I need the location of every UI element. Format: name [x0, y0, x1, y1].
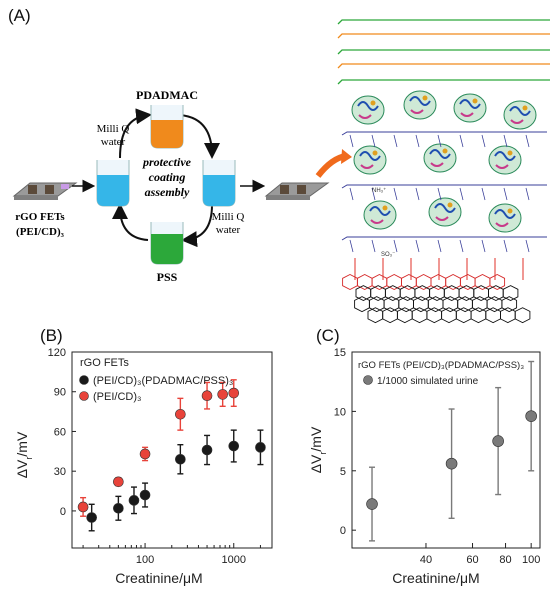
center-text-3: assembly	[145, 185, 190, 199]
left-rinse-1: Milli Q	[97, 123, 130, 135]
right-rinse-1: Milli Q	[212, 211, 245, 223]
panel-label-b: (B)	[40, 326, 63, 345]
data-point	[366, 498, 378, 510]
panel-label-a: (A)	[8, 6, 31, 25]
legend-marker	[79, 375, 89, 385]
data-point	[492, 435, 504, 447]
panel-label-c: (C)	[316, 326, 340, 345]
plot-frame	[351, 351, 541, 549]
y-tick-label: 60	[54, 426, 66, 438]
cycle-arrow-bottom-left	[112, 203, 149, 241]
x-tick-label: 100	[136, 554, 154, 566]
schematic-diagram: rGO FETs (PEI/CD)₃ PDADMAC PSS protectiv…	[12, 19, 550, 324]
chart-c-legend-1: 1/1000 simulated urine	[377, 376, 479, 387]
x-tick-label: 100	[522, 554, 540, 566]
device-label-line2: (PEI/CD)₃	[16, 226, 65, 238]
legend-marker	[79, 391, 89, 401]
data-point	[255, 442, 266, 453]
chart-c-title: rGO FETs (PEI/CD)₃(PDADMAC/PSS)₃	[358, 360, 524, 371]
left-rinse-2: water	[101, 136, 126, 148]
chart-b-title: rGO FETs	[80, 357, 129, 369]
beaker-pdadmac	[150, 105, 184, 149]
device-label-line1: rGO FETs	[15, 211, 65, 223]
y-tick-label: 5	[340, 466, 346, 478]
device-image-left	[12, 182, 78, 200]
data-point	[201, 390, 213, 402]
data-point	[139, 489, 151, 501]
center-text-2: coating	[149, 170, 186, 184]
chart-b-ylabel: ΔVr/mV	[14, 431, 34, 478]
data-point	[175, 453, 186, 465]
data-point	[525, 410, 537, 422]
data-point	[139, 448, 151, 460]
data-point	[77, 501, 89, 513]
y-tick-label: 10	[334, 406, 346, 418]
chart-b-legend-2: (PEI/CD)₃	[93, 391, 141, 403]
data-point	[217, 389, 228, 400]
device-image-right	[264, 182, 330, 200]
so3-label: SO₃⁻	[381, 252, 395, 258]
data-point	[113, 476, 124, 488]
beaker-left-water	[96, 160, 130, 207]
data-point	[445, 457, 458, 470]
data-point	[128, 495, 140, 506]
data-point	[201, 444, 213, 456]
data-point	[113, 502, 124, 514]
chart-c-ylabel: ΔVr/mV	[308, 426, 328, 473]
data-point	[228, 387, 240, 399]
x-tick-label: 40	[420, 554, 432, 566]
data-point	[175, 408, 186, 420]
center-text-1: protective	[142, 155, 192, 169]
cycle-arrow-bottom-right	[181, 204, 213, 248]
x-tick-label: 60	[466, 554, 478, 566]
data-point	[86, 512, 97, 523]
right-rinse-2: water	[216, 224, 241, 236]
y-tick-label: 0	[60, 506, 66, 518]
y-tick-label: 15	[334, 347, 346, 359]
chart-b-xlabel: Creatinine/μM	[115, 570, 202, 586]
legend-marker	[363, 375, 373, 385]
y-tick-label: 30	[54, 466, 66, 478]
data-point	[228, 440, 240, 452]
nh3-label: NH₃⁺	[372, 187, 386, 194]
y-tick-label: 120	[48, 347, 66, 359]
chart-b-legend-1: (PEI/CD)₃(PDADMAC/PSS)₃	[93, 375, 233, 387]
cycle-arrow-top-right	[179, 114, 220, 159]
x-tick-label: 1000	[222, 554, 246, 566]
y-tick-label: 0	[340, 525, 346, 537]
x-tick-label: 80	[499, 554, 511, 566]
cycle-arrow-top-left	[119, 108, 152, 159]
label-pss: PSS	[157, 270, 178, 284]
beaker-pss	[150, 222, 184, 265]
chart-c-xlabel: Creatinine/μM	[392, 570, 479, 586]
label-pdadmac: PDADMAC	[136, 88, 198, 102]
beaker-right-water	[202, 160, 236, 207]
y-tick-label: 90	[54, 387, 66, 399]
multilayer-illustration	[337, 19, 550, 324]
